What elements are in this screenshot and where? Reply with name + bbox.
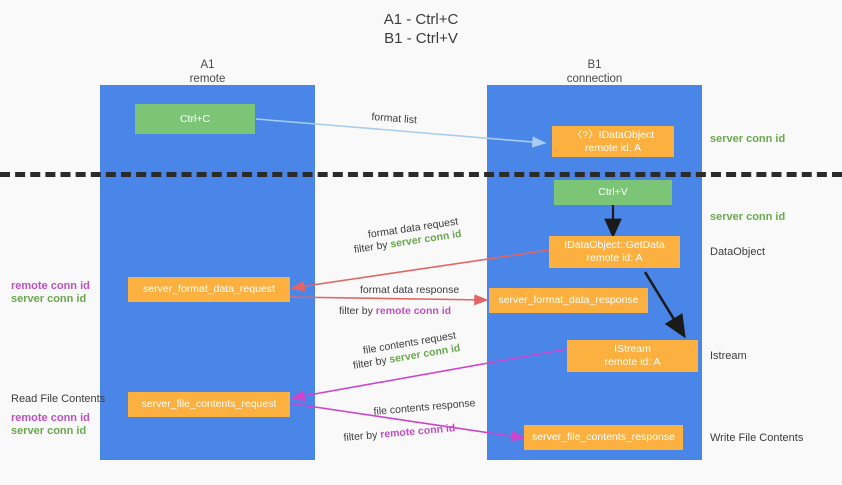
box-server-format-data-response-line1: server_format_data_response (498, 294, 639, 306)
format-data-request-filter-prefix: filter by (353, 238, 392, 256)
box-ctrl-c[interactable]: Ctrl+C (135, 104, 255, 134)
column-a1-subtitle: remote (189, 73, 226, 85)
box-server-format-data-request[interactable]: server_format_data_request (128, 277, 290, 302)
box-ctrl-v-line1: Ctrl+V (598, 186, 628, 198)
box-server-file-contents-response-line1: server_file_contents_response (531, 431, 675, 443)
column-header-b1: B1 connection (487, 58, 702, 86)
title-line-2: B1 - Ctrl+V (384, 30, 458, 47)
title-line-1: A1 - Ctrl+C (383, 11, 459, 28)
label-right-write-file-contents: Write File Contents (710, 432, 804, 444)
box-server-format-data-request-line1: server_format_data_request (143, 283, 275, 295)
box-ctrl-c-line1: Ctrl+C (179, 112, 211, 125)
file-contents-response-filter-value: remote conn id (379, 422, 456, 441)
box-ctrl-v[interactable]: Ctrl+V (554, 180, 672, 205)
arrow-label-file-contents-response: file contents response (373, 397, 476, 418)
box-idataobject-getdata[interactable]: IDataObject::GetData remote id: A (549, 236, 680, 268)
label-right-server-conn-id-second: server conn id (710, 211, 786, 223)
label-left-server-conn-id-1: server conn id (11, 293, 87, 305)
label-right-istream: Istream (710, 350, 747, 362)
column-b1-name: B1 (587, 59, 602, 71)
box-server-file-contents-response[interactable]: server_file_contents_response (524, 425, 683, 450)
file-contents-request-filter-prefix: filter by (352, 353, 391, 372)
label-left-remote-conn-id-1: remote conn id (11, 280, 90, 292)
file-contents-response-filter-prefix: filter by (343, 428, 381, 444)
box-remote-idataobject-line1: 〈?〉IDataObject (571, 128, 655, 141)
arrow-label-file-contents-response-filter: filter by remote conn id (343, 421, 456, 446)
box-server-format-data-response[interactable]: server_format_data_response (489, 288, 648, 313)
page-title: A1 - Ctrl+C B1 - Ctrl+V (0, 10, 842, 48)
format-data-response-filter-value: remote conn id (375, 305, 452, 317)
column-header-a1: A1 remote (100, 58, 315, 86)
box-server-file-contents-request[interactable]: server_file_contents_request (128, 392, 290, 417)
format-data-response-filter-prefix: filter by (339, 305, 376, 317)
arrow-label-format-list: format list (371, 110, 418, 127)
arrow-label-format-data-response-filter: filter by remote conn id (339, 304, 451, 319)
box-istream-line2: remote id: A (604, 356, 661, 368)
box-idataobject-getdata-line2: remote id: A (586, 252, 643, 264)
box-remote-idataobject[interactable]: 〈?〉IDataObject remote id: A (552, 126, 674, 157)
arrow-label-format-data-response: format data response (360, 284, 460, 296)
column-a1-name: A1 (200, 59, 215, 71)
box-istream-line1: IStream (614, 343, 651, 355)
label-left-remote-conn-id-2: remote conn id (11, 412, 90, 424)
label-left-server-conn-id-2: server conn id (11, 425, 87, 437)
box-istream[interactable]: IStream remote id: A (567, 340, 698, 372)
box-server-file-contents-request-line1: server_file_contents_request (141, 398, 277, 410)
box-idataobject-getdata-line1: IDataObject::GetData (564, 239, 665, 251)
column-b1-subtitle: connection (566, 73, 623, 85)
label-right-server-conn-id-top: server conn id (710, 133, 786, 145)
label-left-read-file-contents: Read File Contents (11, 393, 106, 405)
phase-divider (0, 172, 842, 177)
label-right-dataobject: DataObject (710, 246, 766, 258)
box-remote-idataobject-line2: remote id: A (584, 141, 642, 154)
